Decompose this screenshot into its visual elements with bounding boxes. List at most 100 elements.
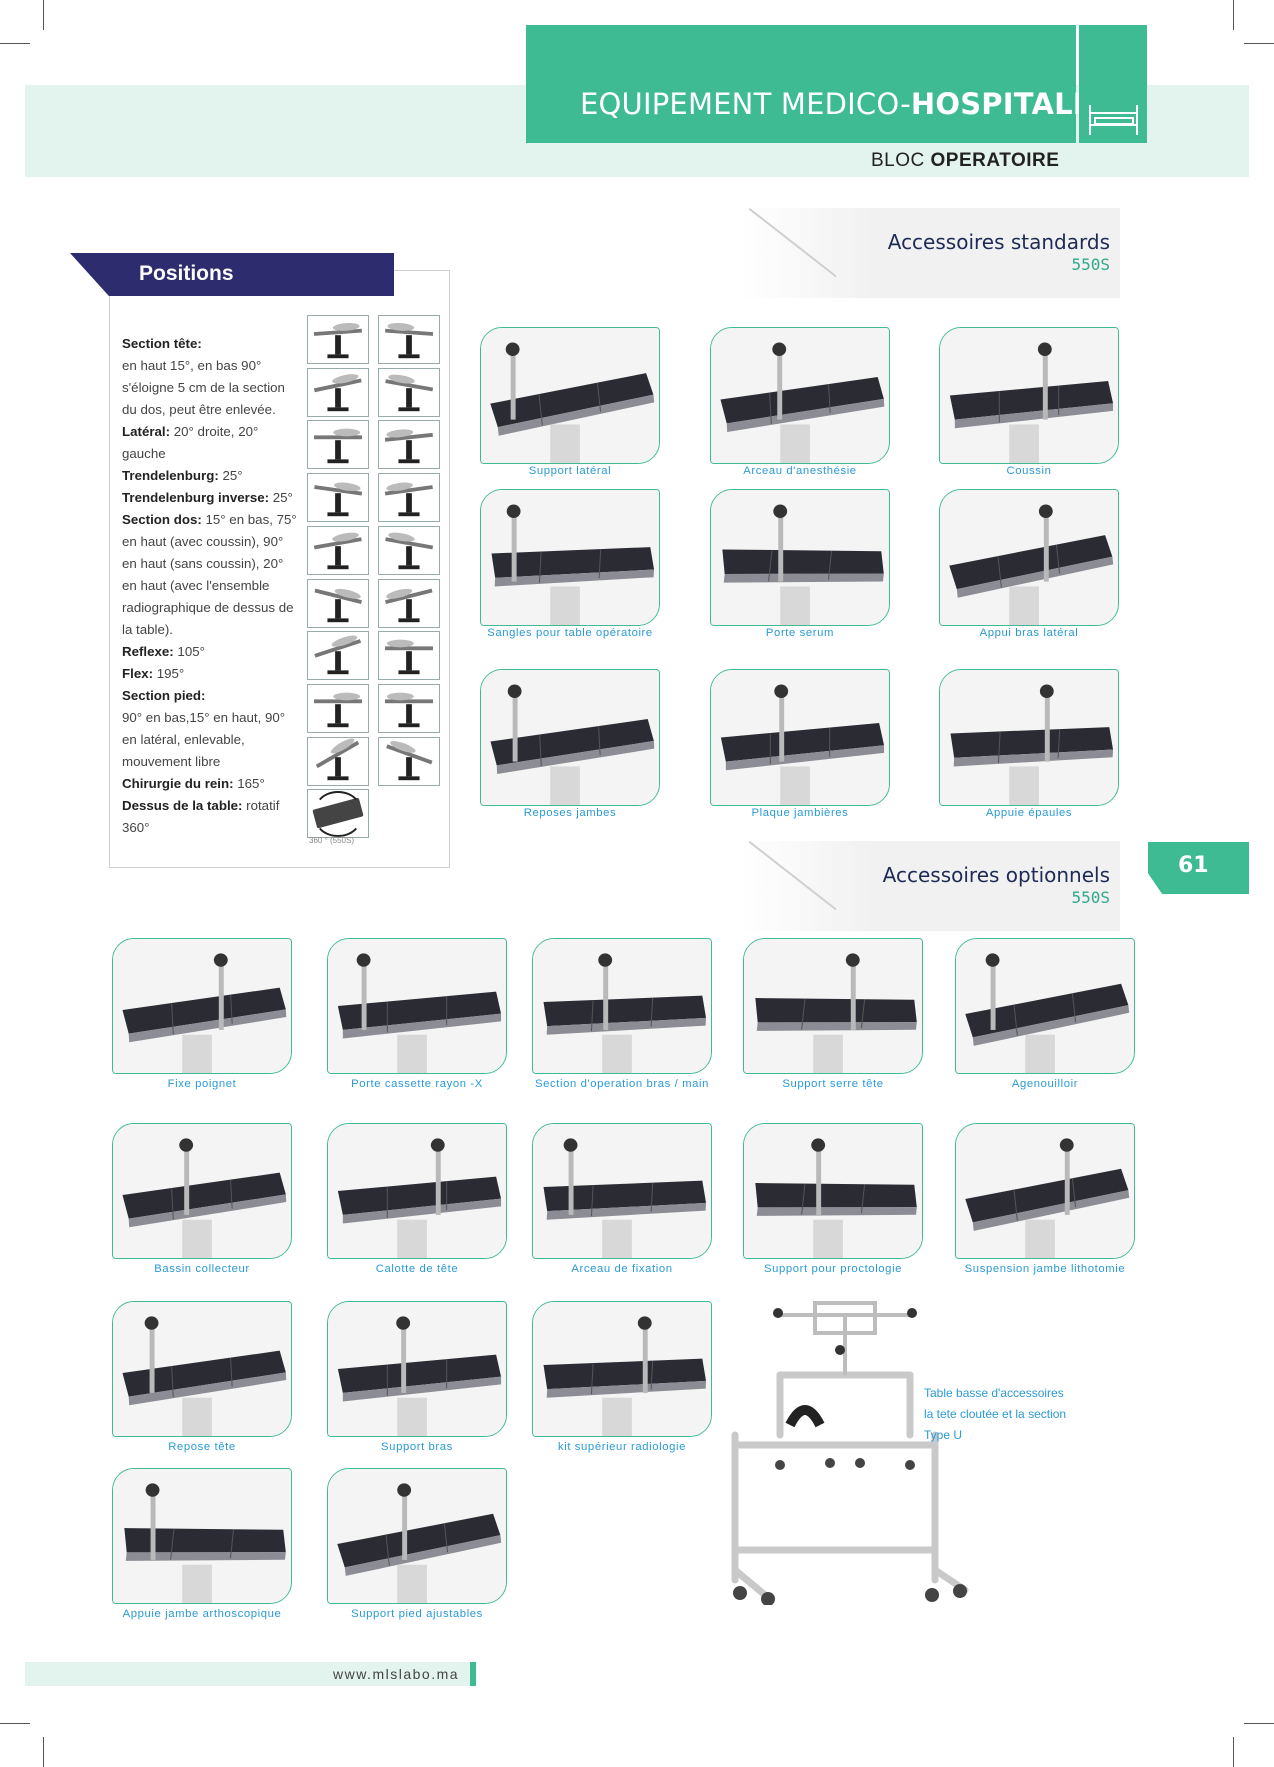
positions-line-text: 25°	[218, 468, 243, 483]
accessory-photo	[939, 489, 1119, 626]
accessory-caption: Section d'operation bras / main	[535, 1078, 709, 1090]
positions-line-text: 195°	[153, 666, 185, 681]
accessory-caption: Appui bras latéral	[979, 627, 1079, 639]
position-diagram	[378, 315, 440, 364]
optional-model: 550S	[1071, 888, 1110, 907]
position-diagram	[307, 631, 369, 681]
position-diagram	[307, 578, 369, 628]
positions-line: Latéral: 20° droite, 20° gauche	[122, 421, 297, 465]
crop-mark	[1244, 43, 1274, 44]
accessory-caption: Appuie épaules	[985, 807, 1073, 819]
accessory-photo	[743, 938, 923, 1074]
crop-mark	[0, 43, 30, 44]
positions-caption: 360 ° (550S)	[309, 836, 355, 845]
accessory-caption: Porte cassette rayon -X	[351, 1078, 483, 1090]
positions-line-label: Dessus de la table:	[122, 798, 243, 813]
accessory-photo	[939, 327, 1119, 464]
page-title: EQUIPEMENT MEDICO-HOSPITALIER	[580, 87, 1126, 121]
accessory-caption: Support serre tête	[782, 1078, 884, 1090]
position-diagram	[307, 420, 369, 470]
accessory-caption: Support latéral	[528, 465, 612, 477]
optional-section-header: Accessoires optionnels 550S	[740, 841, 1120, 931]
accessory-photo	[939, 669, 1119, 806]
positions-line-label: Trendelenburg:	[122, 468, 219, 483]
accessory-photo	[955, 938, 1135, 1074]
accessory-photo	[480, 669, 660, 806]
position-diagram	[378, 631, 440, 681]
positions-line-text: 20° droite, 20° gauche	[122, 424, 259, 461]
positions-line: Section tête:	[122, 333, 297, 355]
position-diagram	[307, 315, 369, 364]
positions-line: Trendelenburg: 25°	[122, 465, 297, 487]
accessory-photo	[112, 1301, 292, 1437]
positions-title: Positions	[139, 262, 234, 285]
crop-mark	[1233, 0, 1234, 30]
accessory-caption: Arceau d'anesthésie	[743, 465, 857, 477]
accessory-photo	[327, 1468, 507, 1604]
accessory-caption: Calotte de tête	[375, 1263, 459, 1275]
accessory-photo	[532, 938, 712, 1074]
u-type-table-image	[720, 1295, 970, 1606]
positions-line-label: Flex:	[122, 666, 154, 681]
accessory-photo	[327, 938, 507, 1074]
position-diagram	[378, 736, 440, 786]
title-light: EQUIPEMENT MEDICO-	[580, 87, 911, 121]
crop-mark	[1233, 1737, 1234, 1767]
accessory-photo	[112, 1468, 292, 1604]
positions-line-label: Reflexe:	[122, 644, 174, 659]
optional-title: Accessoires optionnels	[882, 863, 1110, 887]
subtitle-bold: OPERATOIRE	[930, 150, 1060, 171]
note-line: Table basse d'accessoires	[924, 1386, 1064, 1400]
accessory-photo	[532, 1123, 712, 1259]
u-type-table-note: Table basse d'accessoires la tete clouté…	[924, 1383, 1124, 1446]
accessory-caption: Porte serum	[765, 627, 835, 639]
positions-line-text: 105°	[173, 644, 205, 659]
footer-accent-bar	[470, 1662, 476, 1686]
positions-line: 90° en bas,15° en haut, 90° en latéral, …	[122, 707, 297, 773]
accessory-caption: Support pour proctologie	[763, 1263, 903, 1275]
positions-line-text: rotatif 360°	[122, 798, 280, 835]
position-diagram	[307, 736, 369, 786]
accessory-caption: Agenouilloir	[1011, 1078, 1079, 1090]
positions-line: en haut 15°, en bas 90° s'éloigne 5 cm d…	[122, 355, 297, 421]
footer-band	[25, 1662, 470, 1686]
accessory-caption: Support bras	[381, 1441, 453, 1453]
accessory-caption: Repose tête	[168, 1441, 236, 1453]
crop-mark	[43, 0, 44, 30]
page-subtitle: BLOC OPERATOIRE	[871, 150, 1059, 172]
positions-line: Flex: 195°	[122, 663, 297, 685]
position-diagram	[307, 525, 369, 575]
accessory-photo	[743, 1123, 923, 1259]
page-number: 61	[1178, 853, 1209, 878]
accessory-caption: Suspension jambe lithotomie	[964, 1263, 1126, 1275]
positions-line-text: 165°	[233, 776, 265, 791]
accessory-photo	[327, 1301, 507, 1437]
positions-line: Section pied:	[122, 685, 297, 707]
accessory-photo	[327, 1123, 507, 1259]
accessory-caption: Plaque jambières	[751, 807, 849, 819]
positions-line: Trendelenburg inverse: 25°	[122, 487, 297, 509]
accessory-caption: Arceau de fixation	[571, 1263, 673, 1275]
page-number-tab	[1148, 842, 1249, 894]
accessory-photo	[480, 489, 660, 626]
position-diagram	[378, 683, 440, 733]
standard-section-header: Accessoires standards 550S	[740, 208, 1120, 298]
standard-title: Accessoires standards	[887, 230, 1110, 254]
positions-line: Reflexe: 105°	[122, 641, 297, 663]
positions-line-text: 15° en bas, 75° en haut (avec coussin), …	[122, 512, 297, 637]
positions-line-label: Section pied:	[122, 688, 206, 703]
positions-line-text: 90° en bas,15° en haut, 90° en latéral, …	[122, 710, 286, 769]
position-diagram	[307, 473, 369, 523]
footer-url[interactable]: www.mlslabo.ma	[333, 1666, 460, 1682]
positions-line-text: en haut 15°, en bas 90° s'éloigne 5 cm d…	[122, 358, 285, 417]
positions-line: Section dos: 15° en bas, 75° en haut (av…	[122, 509, 297, 641]
note-line: Type U	[924, 1428, 963, 1442]
accessory-photo	[710, 489, 890, 626]
positions-line-label: Latéral:	[122, 424, 171, 439]
accessory-caption: kit supérieur radiologie	[557, 1441, 687, 1453]
accessory-caption: Appuie jambe arthoscopique	[122, 1608, 282, 1620]
position-diagram	[378, 473, 440, 523]
header-shade	[740, 841, 1120, 931]
accessory-photo	[710, 669, 890, 806]
positions-line: Chirurgie du rein: 165°	[122, 773, 297, 795]
